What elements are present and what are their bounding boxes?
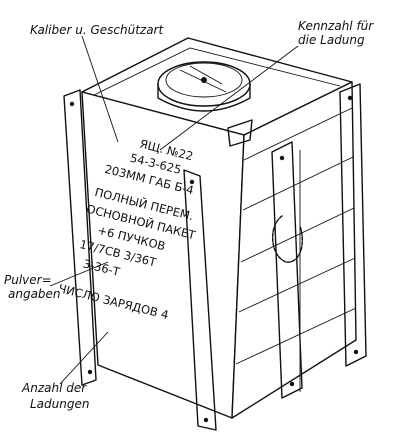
leader-caliber — [81, 35, 119, 143]
nail-head-icon — [203, 417, 209, 423]
nail-head-icon — [289, 381, 295, 387]
batten-top-corner — [227, 119, 253, 147]
nail-head-icon — [353, 349, 359, 355]
nail-head-icon — [279, 155, 285, 161]
label-powder: Pulver= — [4, 273, 52, 287]
leader-charge-id — [159, 45, 299, 151]
label-count-2: Ladungen — [30, 397, 89, 411]
batten-right-outer — [339, 83, 367, 367]
right-face-boards — [235, 107, 357, 392]
label-charge-id-2: die Ladung — [298, 33, 365, 47]
nail-head-icon — [69, 101, 75, 107]
batten-left-front — [183, 169, 217, 431]
nail-heads — [69, 95, 359, 423]
crate-right-face — [231, 81, 357, 419]
leader-count — [59, 331, 109, 385]
annotations: Kaliber u. Geschützart Kennzahl für die … — [4, 19, 374, 411]
lid-ring-icon — [157, 61, 251, 112]
label-powder-2: angaben — [8, 287, 61, 301]
leader-lines — [49, 35, 299, 385]
batten-right-front — [271, 141, 303, 399]
rope-handle-icon — [271, 215, 304, 263]
nail-head-icon — [87, 369, 93, 375]
label-count: Anzahl der — [21, 381, 87, 395]
crate-body — [81, 37, 357, 419]
corner-battens — [63, 83, 367, 431]
leader-powder — [49, 261, 109, 287]
label-caliber: Kaliber u. Geschützart — [30, 23, 164, 37]
batten-left-outer — [63, 89, 97, 386]
nail-head-icon — [189, 179, 195, 185]
label-charge-id: Kennzahl für — [298, 19, 374, 33]
nail-head-icon — [347, 95, 353, 101]
